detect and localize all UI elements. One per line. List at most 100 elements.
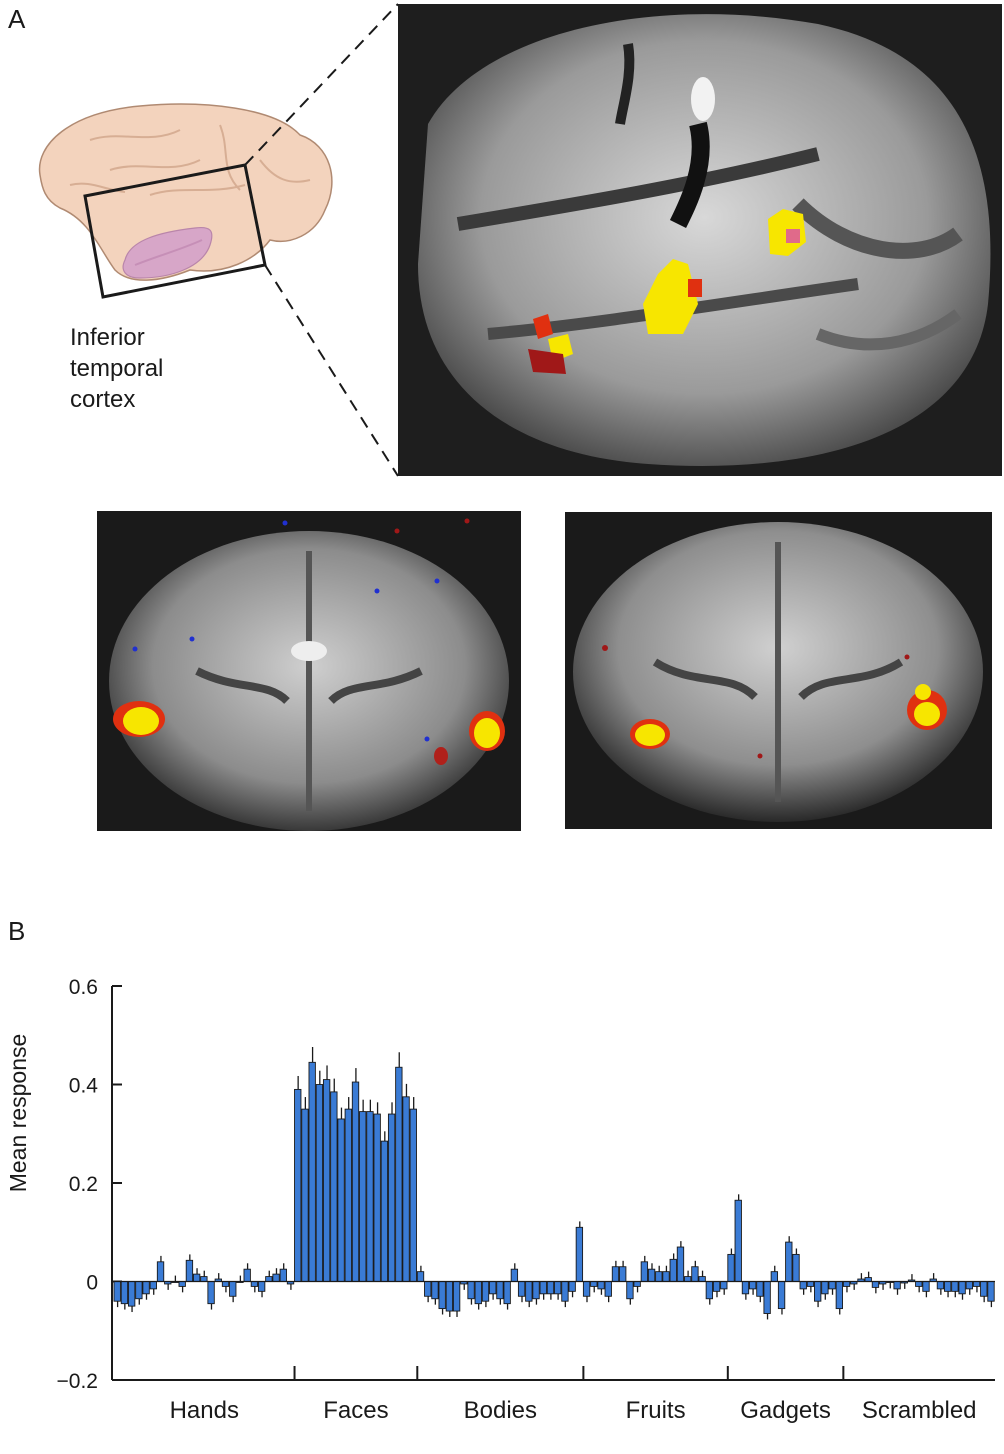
bar: [619, 1266, 627, 1282]
bar: [265, 1276, 273, 1282]
bar: [221, 1281, 230, 1287]
bar: [568, 1281, 576, 1292]
bar: [958, 1281, 966, 1295]
bar: [655, 1271, 663, 1282]
bar: [135, 1281, 143, 1300]
activation-cluster-center: [643, 259, 698, 334]
bar: [243, 1268, 251, 1282]
bar: [611, 1266, 620, 1282]
bar: [972, 1281, 981, 1287]
y-tick-label: 0.4: [69, 1075, 99, 1098]
bar: [799, 1281, 807, 1290]
bar: [344, 1108, 352, 1282]
bar: [965, 1281, 973, 1290]
bar: [525, 1281, 533, 1302]
x-category-label: Hands: [170, 1397, 239, 1424]
panel-b-label: B: [8, 916, 26, 946]
bar: [257, 1281, 266, 1292]
bar: [380, 1140, 389, 1282]
bar: [308, 1061, 316, 1282]
bar: [582, 1281, 591, 1297]
bar: [821, 1281, 829, 1295]
y-axis-label: Mean response: [5, 1034, 31, 1193]
bar: [142, 1281, 150, 1295]
bar: [554, 1281, 562, 1295]
mri-coronal-scan-left: [97, 511, 521, 831]
y-tick-label: 0.2: [69, 1173, 98, 1196]
y-tick-label: 0: [86, 1272, 98, 1295]
bar: [633, 1281, 641, 1287]
activation-cluster-left: [533, 314, 553, 339]
bar: [127, 1281, 136, 1307]
bar: [192, 1273, 201, 1282]
x-category-label: Faces: [323, 1397, 388, 1424]
region-label: Inferior temporal cortex: [70, 324, 164, 413]
bar: [763, 1281, 771, 1314]
bar: [749, 1281, 757, 1290]
bar: [604, 1281, 612, 1297]
bar: [590, 1281, 598, 1287]
mri-sagittal-scan: [398, 4, 1002, 476]
activation-blob-right: [907, 684, 947, 730]
bar: [452, 1281, 461, 1312]
bar: [705, 1281, 714, 1300]
bar: [373, 1113, 381, 1282]
brain-illustration: [30, 100, 370, 320]
bar: [626, 1281, 634, 1300]
bar: [915, 1281, 923, 1287]
bar: [597, 1281, 605, 1290]
bar: [835, 1281, 844, 1310]
bar: [806, 1281, 815, 1287]
bar: [684, 1276, 692, 1282]
bar: [561, 1281, 569, 1302]
bar: [229, 1281, 237, 1297]
y-tick-label: 0.6: [69, 976, 98, 999]
bar: [893, 1281, 901, 1290]
bar: [279, 1268, 287, 1282]
bar: [113, 1281, 121, 1302]
y-tick-label: −0.2: [57, 1370, 98, 1393]
bar: [842, 1281, 851, 1287]
bar: [922, 1281, 930, 1292]
bar: [785, 1241, 793, 1282]
bar: [980, 1281, 988, 1297]
bar: [539, 1281, 547, 1295]
bar: [207, 1281, 215, 1305]
bar: [814, 1281, 822, 1302]
bar: [395, 1066, 403, 1282]
bar: [330, 1091, 338, 1282]
bar: [322, 1079, 331, 1282]
bar: [149, 1281, 157, 1290]
bar: [720, 1281, 728, 1290]
x-category-label: Fruits: [626, 1397, 686, 1424]
bar: [294, 1088, 302, 1282]
x-category-label: Bodies: [464, 1397, 537, 1424]
bar: [156, 1261, 165, 1282]
bar: [424, 1281, 432, 1297]
bar: [777, 1281, 786, 1310]
bar: [756, 1281, 764, 1297]
activation-blob-left: [630, 719, 670, 749]
bar: [409, 1108, 417, 1282]
bar: [351, 1081, 360, 1282]
bar: [402, 1096, 410, 1282]
bar: [770, 1271, 779, 1282]
bar: [337, 1118, 345, 1282]
bar: [438, 1281, 446, 1310]
bar: [416, 1271, 425, 1282]
bar: [532, 1281, 540, 1300]
bar: [944, 1281, 952, 1292]
bar: [496, 1281, 504, 1300]
bar: [698, 1276, 706, 1282]
bar: [792, 1253, 800, 1282]
bar: [676, 1246, 685, 1282]
bar: [366, 1111, 374, 1282]
bar: [315, 1084, 324, 1282]
bar: [741, 1281, 750, 1295]
activation-blob-right: [434, 711, 505, 765]
bar: [936, 1281, 945, 1290]
bar: [828, 1281, 836, 1290]
bar: [250, 1281, 259, 1287]
bar: [517, 1281, 526, 1297]
bar: [445, 1281, 454, 1312]
